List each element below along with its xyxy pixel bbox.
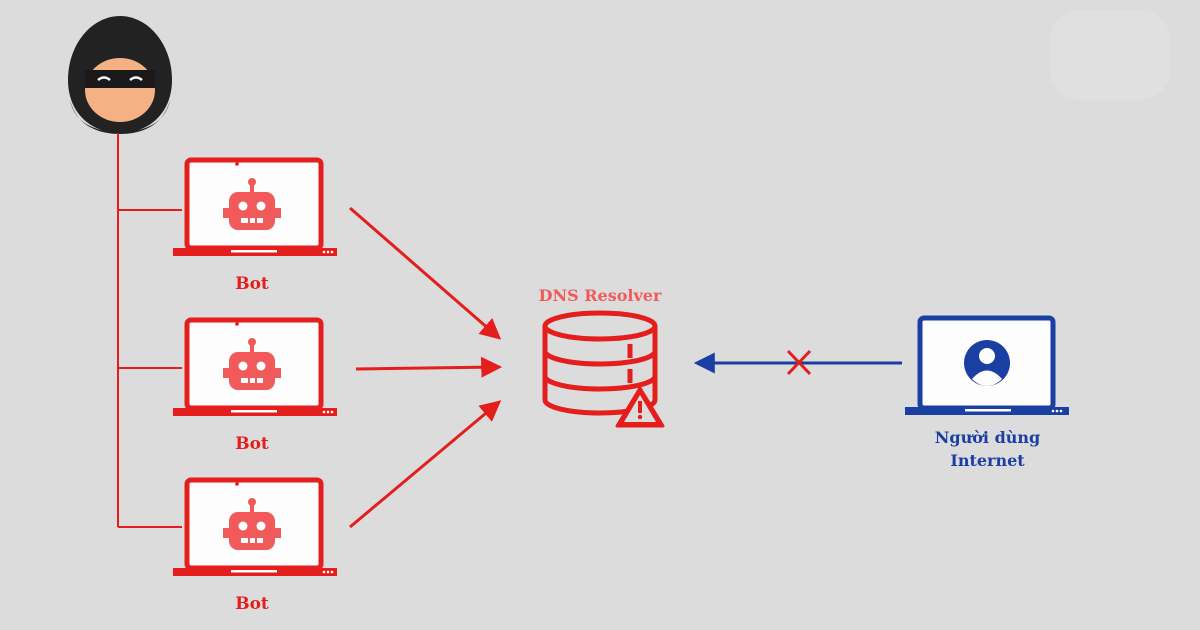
control-lines	[117, 133, 182, 528]
warning-icon	[615, 386, 665, 428]
bot-laptop-1	[173, 160, 337, 256]
attack-arrows	[349, 206, 503, 529]
bot-label-1: Bot	[235, 274, 269, 294]
dns-resolver-label: DNS Resolver	[538, 286, 662, 305]
user-laptop	[905, 315, 1069, 415]
user-label-line-2: Internet	[950, 451, 1025, 470]
attack-arrow-3	[349, 400, 502, 529]
bot-laptop-3	[173, 480, 337, 576]
internet-user-label: Người dùng Internet	[900, 426, 1075, 472]
x-mark-icon	[786, 349, 812, 376]
bot-laptop-2	[173, 320, 337, 416]
hacker-icon	[68, 16, 172, 134]
bot-label-3: Bot	[235, 594, 269, 614]
bot-label-2: Bot	[235, 434, 269, 454]
watermark-area	[1050, 10, 1170, 100]
user-label-line-1: Người dùng	[934, 428, 1041, 447]
user-icon	[964, 340, 1010, 386]
attack-arrow-1	[349, 206, 502, 340]
attack-arrow-2	[355, 356, 503, 378]
